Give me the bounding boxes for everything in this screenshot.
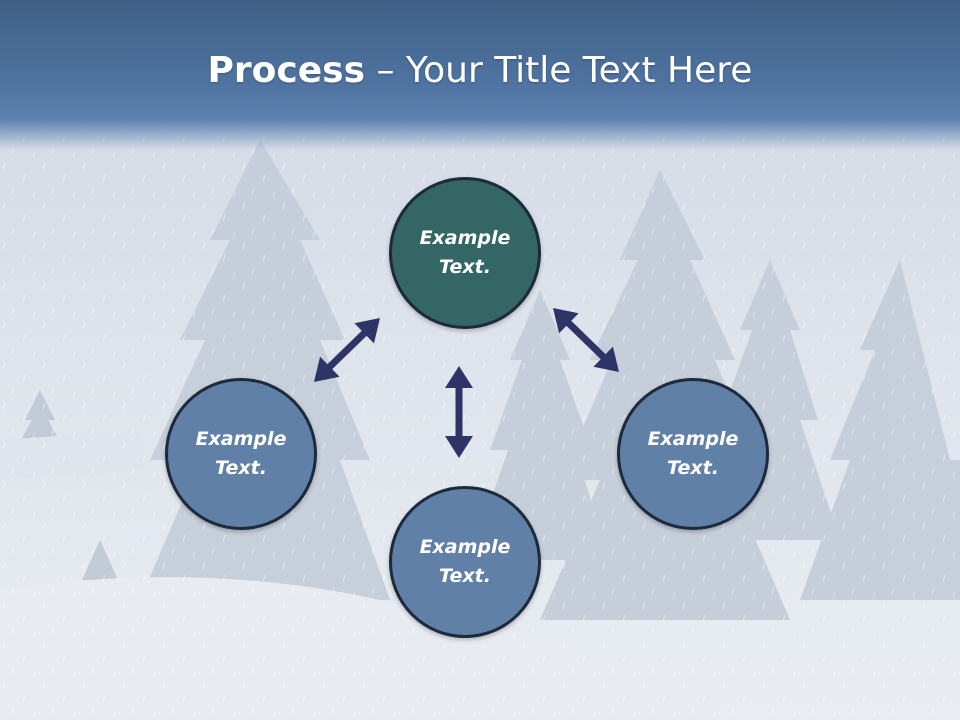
slide-title-bold: Process bbox=[207, 50, 366, 91]
process-node-left-label: Example Text. bbox=[195, 428, 287, 479]
slide-title: Process – Your Title Text Here bbox=[0, 50, 960, 91]
slide-title-rest: – Your Title Text Here bbox=[365, 50, 753, 91]
title-banner: Process – Your Title Text Here bbox=[0, 0, 960, 150]
process-node-top: Example Text. bbox=[389, 177, 541, 329]
process-node-top-label: Example Text. bbox=[419, 227, 511, 278]
process-node-bottom-label: Example Text. bbox=[419, 536, 511, 587]
process-node-right: Example Text. bbox=[617, 378, 769, 530]
process-node-right-label: Example Text. bbox=[647, 428, 739, 479]
process-node-left: Example Text. bbox=[165, 378, 317, 530]
process-node-bottom: Example Text. bbox=[389, 486, 541, 638]
